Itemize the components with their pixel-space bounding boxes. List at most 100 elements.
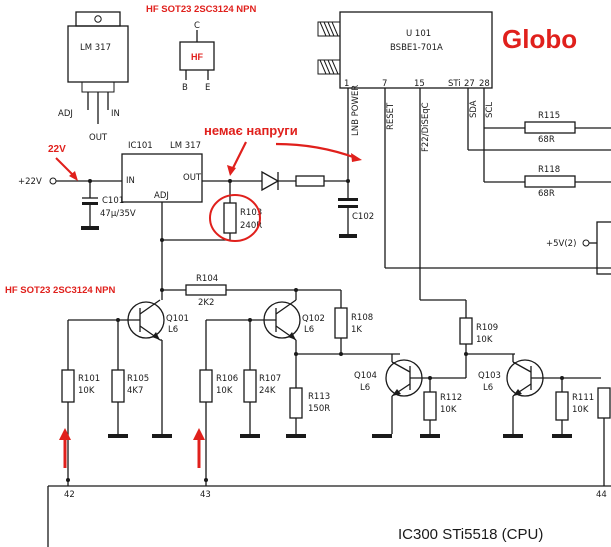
q103-val: L6: [483, 383, 493, 393]
r111-ref: R111: [572, 393, 594, 403]
r108-ref: R108: [351, 313, 373, 323]
r101-ref: R101: [78, 374, 100, 384]
sda-scl-resistors: R115 68R R118 68R: [468, 111, 611, 199]
r115-body: [524, 121, 576, 134]
r111-body: [555, 391, 569, 421]
package-pin-in: IN: [111, 109, 120, 119]
cpu-pin-42: 42: [64, 490, 75, 500]
sot23-package: C HF B E: [179, 21, 215, 93]
r103-val: 240R: [240, 221, 262, 231]
r108-body: [334, 307, 348, 339]
lm317-package: LM 317 ADJ IN OUT: [58, 11, 129, 143]
r118-val: 68R: [538, 189, 555, 199]
plus5v-node: +5V(2): [546, 221, 611, 275]
no-voltage-note: немає напруги: [204, 123, 298, 138]
package-hole: [94, 15, 102, 23]
r109-ref: R109: [476, 323, 498, 333]
tuner-box: [339, 11, 493, 89]
r115-val: 68R: [538, 135, 555, 145]
r112-ref: R112: [440, 393, 462, 403]
q104-val: L6: [360, 383, 370, 393]
sot23-pin-e: E: [205, 83, 210, 93]
r106-body: [199, 369, 213, 403]
r107-body: [243, 369, 257, 403]
cpu-block: 42 43 44 IC300 STi5518 (CPU): [47, 485, 611, 547]
tuner-pin-15: 15: [414, 79, 425, 89]
package-tab: [75, 11, 121, 27]
r113-ref: R113: [308, 392, 330, 402]
supply-section: +22V C101 47µ/35V IC101 LM 317 IN OUT AD…: [18, 141, 374, 284]
r113-body: [289, 387, 303, 419]
ic101-part: LM 317: [170, 141, 201, 151]
tuner-pin-28: 28: [479, 79, 490, 89]
brand-globo: Globo: [502, 24, 577, 54]
sot23-pin-b: B: [182, 83, 188, 93]
tuner-label-reset: RESET: [386, 102, 396, 130]
r108-val: 1K: [351, 325, 362, 335]
tuner-u101: U 101 BSBE1-701A 1 7 15 27 28 STi LNB PO…: [317, 11, 495, 300]
r113-val: 150R: [308, 404, 330, 414]
c101-ref: C101: [102, 196, 124, 206]
package-body: [67, 25, 129, 83]
package-neck: [81, 81, 115, 93]
r115-ref: R115: [538, 111, 560, 121]
r107-ref: R107: [259, 374, 281, 384]
r103-highlight: [209, 194, 261, 242]
r105-body: [111, 369, 125, 403]
sot23-hf-mark: HF: [191, 52, 203, 62]
c102-ref: C102: [352, 212, 374, 222]
r101-val: 10K: [78, 386, 95, 396]
r118-body: [524, 175, 576, 188]
ic101-pin-in: IN: [126, 176, 135, 186]
r112-val: 10K: [440, 405, 457, 415]
supply-label: +22V: [18, 177, 42, 187]
r104-body: [185, 284, 227, 296]
c101-val: 47µ/35V: [100, 209, 136, 219]
plus5v-label: +5V(2): [546, 239, 576, 249]
q104-ref: Q104: [354, 371, 377, 381]
tuner-sti: STi: [448, 79, 461, 89]
q102-ref: Q102: [302, 314, 325, 324]
r101-body: [61, 369, 75, 403]
package-pin-out: OUT: [89, 133, 108, 143]
tuner-pin-7: 7: [382, 79, 387, 89]
ic101-pin-out: OUT: [183, 173, 202, 183]
transistor-section: R104 2K2 Q101 L6 R101 10K R105 4K7: [61, 274, 611, 486]
q101-ref: Q101: [166, 314, 189, 324]
q101-val: L6: [168, 325, 178, 335]
r105-ref: R105: [127, 374, 149, 384]
supply-terminal: [49, 177, 57, 185]
q103-ref: Q103: [478, 371, 501, 381]
package-pin-adj: ADJ: [58, 109, 73, 119]
tuner-pin-1: 1: [344, 79, 349, 89]
hf-note-left: HF SOT23 2SC3124 NPN: [5, 285, 115, 296]
cpu-label: IC300 STi5518 (CPU): [398, 526, 543, 543]
diode-symbol: [261, 170, 280, 192]
ic101-pin-adj: ADJ: [154, 191, 169, 201]
tuner-ref: U 101: [406, 29, 431, 39]
r106-ref: R106: [216, 374, 238, 384]
tuner-part: BSBE1-701A: [390, 43, 443, 53]
package-name: LM 317: [80, 43, 111, 53]
tuner-label-sda: SDA: [469, 100, 479, 118]
hf-note-top: HF SOT23 2SC3124 NPN: [146, 4, 256, 15]
cpu-pin-43: 43: [200, 490, 211, 500]
r104-ref: R104: [196, 274, 218, 284]
q102-val: L6: [304, 325, 314, 335]
r103-body: [223, 202, 237, 234]
r109-val: 10K: [476, 335, 493, 345]
r111-val: 10K: [572, 405, 589, 415]
r118-ref: R118: [538, 165, 560, 175]
no-voltage-arrow-right: [275, 142, 357, 160]
r112-body: [423, 391, 437, 421]
no-voltage-arrow-left: [231, 141, 247, 171]
volt-22-note: 22V: [48, 144, 66, 155]
tuner-label-f22: F22/DiSEqC: [421, 102, 431, 152]
ic101-ref: IC101: [128, 141, 153, 151]
sot23-body: [179, 41, 215, 71]
cpu-pin-44: 44: [596, 490, 607, 500]
r104-val: 2K2: [198, 298, 214, 308]
r109-body: [459, 317, 473, 345]
